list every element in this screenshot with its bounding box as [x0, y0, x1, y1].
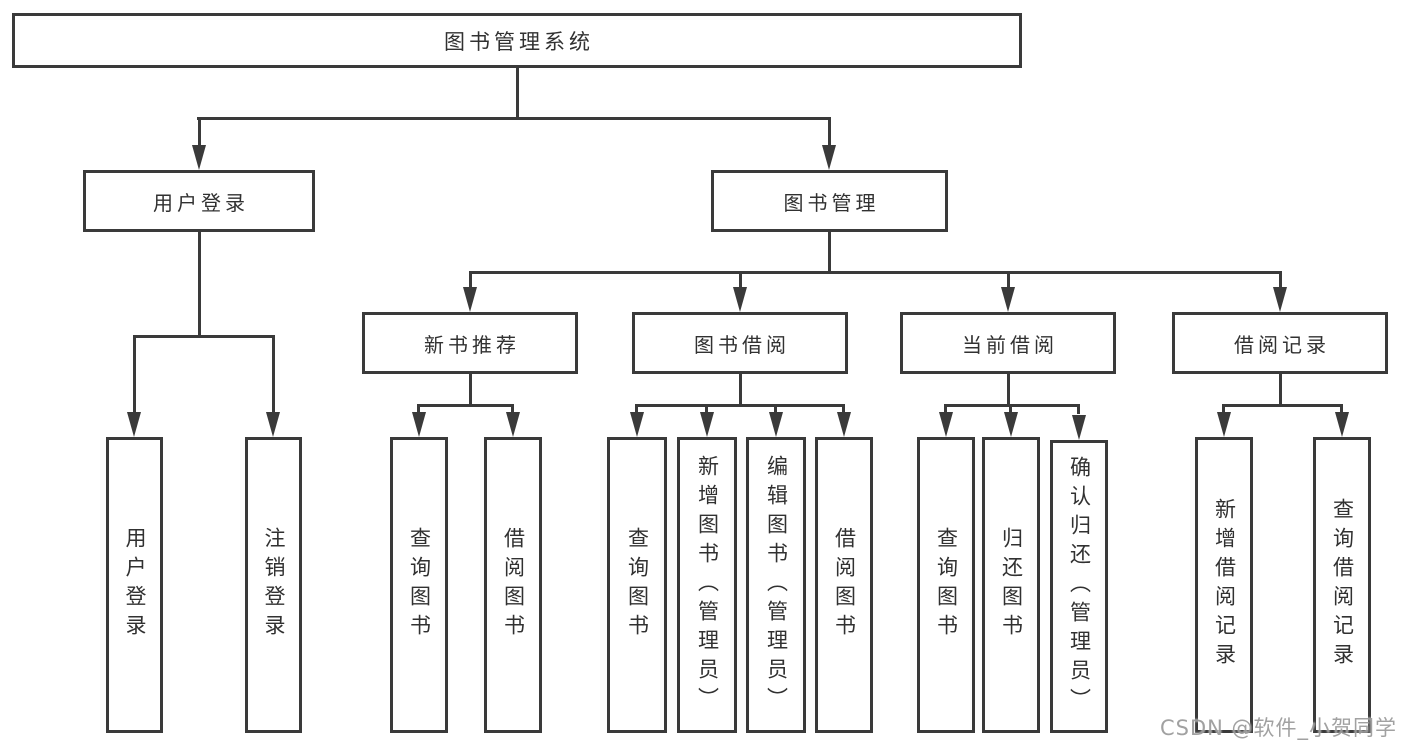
connector-line	[944, 404, 1080, 407]
arrow-down-icon	[506, 412, 520, 437]
connector-line	[516, 66, 519, 119]
arrow-down-icon	[1217, 412, 1231, 437]
node-book-borrow: 图书借阅	[632, 312, 848, 374]
connector-line	[705, 404, 708, 414]
arrow-down-icon	[733, 287, 747, 312]
connector-line	[1009, 404, 1012, 414]
node-nbr-borrow-book: 借阅图书	[484, 437, 542, 733]
node-br-query-record: 查询借阅记录	[1313, 437, 1371, 733]
node-bb-query-book: 查询图书	[607, 437, 667, 733]
connector-line	[1077, 404, 1080, 414]
arrow-down-icon	[769, 412, 783, 437]
arrow-down-icon	[1001, 287, 1015, 312]
connector-line	[198, 230, 201, 338]
connector-line	[469, 371, 472, 407]
node-user-login-module: 用户登录	[83, 170, 315, 232]
connector-line	[1279, 371, 1282, 407]
connector-line	[197, 117, 831, 120]
connector-line	[1222, 404, 1225, 414]
arrow-down-icon	[1004, 412, 1018, 437]
connector-line	[739, 371, 742, 407]
connector-line	[828, 230, 831, 274]
node-br-add-record: 新增借阅记录	[1195, 437, 1253, 733]
csdn-watermark: CSDN @软件_小贺同学	[1160, 716, 1398, 740]
arrow-down-icon	[700, 412, 714, 437]
arrow-down-icon	[412, 412, 426, 437]
node-logout: 注销登录	[245, 437, 302, 733]
connector-line	[1222, 404, 1343, 407]
arrow-down-icon	[1335, 412, 1349, 437]
node-bb-borrow-book: 借阅图书	[815, 437, 873, 733]
node-current-borrow: 当前借阅	[900, 312, 1116, 374]
arrow-down-icon	[837, 412, 851, 437]
connector-line	[272, 335, 275, 414]
node-cb-query-book: 查询图书	[917, 437, 975, 733]
connector-line	[1007, 271, 1010, 289]
node-system-root: 图书管理系统	[12, 13, 1022, 68]
connector-line	[828, 117, 831, 145]
node-bb-edit-book-admin: 编辑图书（管理员）	[746, 437, 806, 733]
node-user-login: 用户登录	[106, 437, 163, 733]
connector-line	[469, 271, 472, 289]
connector-line	[739, 271, 742, 289]
connector-line	[469, 271, 1282, 274]
arrow-down-icon	[1072, 415, 1086, 440]
connector-line	[944, 404, 947, 414]
connector-line	[1279, 271, 1282, 289]
connector-line	[417, 404, 420, 414]
node-borrow-records: 借阅记录	[1172, 312, 1388, 374]
arrow-down-icon	[463, 287, 477, 312]
connector-line	[198, 117, 201, 145]
node-cb-return-book: 归还图书	[982, 437, 1040, 733]
connector-line	[1340, 404, 1343, 414]
arrow-down-icon	[630, 412, 644, 437]
arrow-down-icon	[822, 145, 836, 170]
node-cb-confirm-return-admin: 确认归还（管理员）	[1050, 440, 1108, 733]
node-bb-add-book-admin: 新增图书（管理员）	[677, 437, 737, 733]
node-new-book-recommend: 新书推荐	[362, 312, 578, 374]
connector-line	[1007, 371, 1010, 407]
arrow-down-icon	[266, 412, 280, 437]
node-nbr-query-book: 查询图书	[390, 437, 448, 733]
connector-line	[774, 404, 777, 414]
connector-line	[635, 404, 638, 414]
arrow-down-icon	[192, 145, 206, 170]
arrow-down-icon	[1273, 287, 1287, 312]
arrow-down-icon	[127, 412, 141, 437]
connector-line	[635, 404, 845, 407]
connector-line	[842, 404, 845, 414]
node-book-management: 图书管理	[711, 170, 948, 232]
connector-line	[511, 404, 514, 414]
connector-line	[133, 335, 275, 338]
arrow-down-icon	[939, 412, 953, 437]
connector-line	[417, 404, 514, 407]
connector-line	[133, 335, 136, 414]
